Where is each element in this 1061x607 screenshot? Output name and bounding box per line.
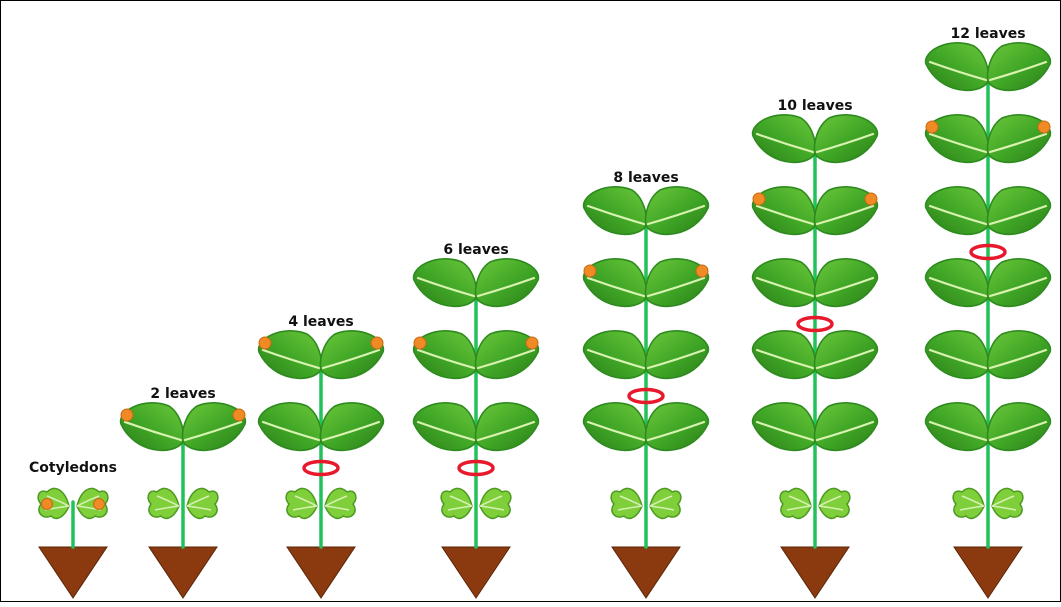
leaf-icon [815,403,878,451]
stage-label: 8 leaves [613,170,678,186]
leaf-icon [646,187,709,235]
plant-stage: 8 leaves [584,170,709,598]
leaf-icon [926,403,989,451]
plant-stage: 10 leaves [753,98,878,598]
leaf-icon [988,187,1051,235]
leaf-icon [815,115,878,163]
plant-stage: Cotyledons [29,460,117,598]
plant-stage: 4 leaves [259,314,384,598]
plant-stage: 6 leaves [414,242,539,598]
soil-triangle-icon [287,547,355,598]
leaf-icon [988,403,1051,451]
leaf-icon [414,259,477,307]
orange-dot-marker [753,193,765,205]
leaf-icon [259,403,322,451]
orange-dot-marker [42,499,53,510]
leaf-icon [988,43,1051,91]
orange-dot-marker [865,193,877,205]
plant-stage: 2 leaves [121,386,246,598]
leaf-icon [815,259,878,307]
orange-dot-marker [414,337,426,349]
leaf-icon [646,403,709,451]
leaf-icon [414,403,477,451]
orange-dot-marker [584,265,596,277]
soil-triangle-icon [612,547,680,598]
soil-triangle-icon [781,547,849,598]
orange-dot-marker [696,265,708,277]
leaf-icon [926,187,989,235]
leaf-icon [476,259,539,307]
leaf-icon [988,331,1051,379]
stage-label: 4 leaves [288,314,353,330]
leaf-icon [321,403,384,451]
stage-label: 2 leaves [150,386,215,402]
plant-stage: 12 leaves [926,26,1051,598]
leaf-icon [646,331,709,379]
leaf-icon [584,403,647,451]
leaf-icon [753,331,816,379]
leaf-icon [988,259,1051,307]
stage-label: 10 leaves [777,98,852,114]
orange-dot-marker [1038,121,1050,133]
leaf-icon [476,403,539,451]
leaf-icon [815,331,878,379]
orange-dot-marker [121,409,133,421]
orange-dot-marker [526,337,538,349]
soil-triangle-icon [149,547,217,598]
orange-dot-marker [926,121,938,133]
leaf-icon [926,259,989,307]
soil-triangle-icon [39,547,107,598]
leaf-icon [584,331,647,379]
orange-dot-marker [233,409,245,421]
orange-dot-marker [371,337,383,349]
leaf-icon [926,331,989,379]
stage-label: Cotyledons [29,460,117,476]
leaf-icon [753,403,816,451]
leaf-icon [753,259,816,307]
stage-label: 12 leaves [950,26,1025,42]
stage-label: 6 leaves [443,242,508,258]
leaf-icon [753,115,816,163]
orange-dot-marker [94,499,105,510]
leaf-icon [926,43,989,91]
orange-dot-marker [259,337,271,349]
soil-triangle-icon [954,547,1022,598]
soil-triangle-icon [442,547,510,598]
leaf-icon [584,187,647,235]
